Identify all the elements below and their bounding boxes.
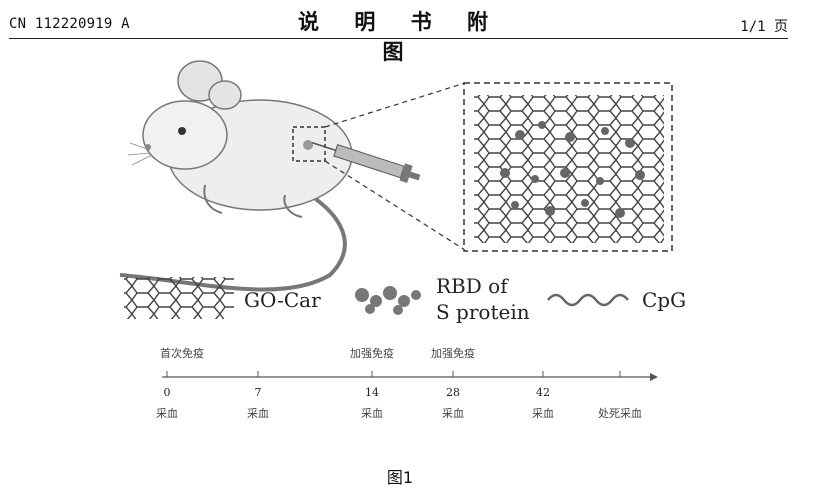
timeline-day-label: 0: [164, 386, 171, 399]
timeline-day-label: 7: [255, 386, 262, 399]
timeline-blood-label: 采血: [247, 406, 269, 420]
legend-cpg: CpG: [642, 288, 686, 312]
legend-rbd-line2: S protein: [436, 300, 530, 324]
timeline-day-label: 42: [536, 386, 550, 399]
timeline-day-label: 14: [365, 386, 379, 399]
legend: GO-Car RBD of S protein CpG: [124, 274, 686, 324]
timeline-event-label: 加强免疫: [350, 346, 394, 360]
timeline-blood-label: 采血: [442, 406, 464, 420]
header-rule: [9, 38, 788, 39]
mouse-illustration: [119, 60, 421, 292]
timeline-blood-label: 采血: [156, 406, 178, 420]
timeline-blood-label: 采血: [361, 406, 383, 420]
timeline-blood-label: 处死采血: [598, 406, 642, 420]
timeline-day-label: 28: [446, 386, 460, 399]
timeline-event-label: 首次免疫: [160, 346, 204, 360]
legend-go-car: GO-Car: [244, 288, 321, 312]
figure-caption: 图1: [386, 468, 414, 487]
immunization-timeline: 0 采血 7 采血 14 采血 28 采血 42 采血 处死采血 首次免疫 加强免疫 加强免疫: [156, 346, 658, 420]
legend-rbd-line1: RBD of: [436, 274, 509, 298]
timeline-event-label: 加强免疫: [431, 346, 475, 360]
go-car-icon: [124, 277, 234, 319]
page-number: 1/1 页: [740, 19, 788, 35]
rbd-protein-icon: [355, 286, 421, 315]
figure-illustration: GO-Car RBD of S protein CpG 0 采血 7 采血 14 采血 28…: [119, 60, 686, 420]
timeline-blood-label: 采血: [532, 406, 554, 420]
patent-number: CN 112220919 A: [9, 16, 130, 32]
zoom-callout: [324, 82, 673, 252]
page-title: 说 明 书 附 图: [298, 10, 502, 64]
timeline-arrow: [650, 373, 658, 381]
cpg-wave-icon: [547, 293, 629, 307]
